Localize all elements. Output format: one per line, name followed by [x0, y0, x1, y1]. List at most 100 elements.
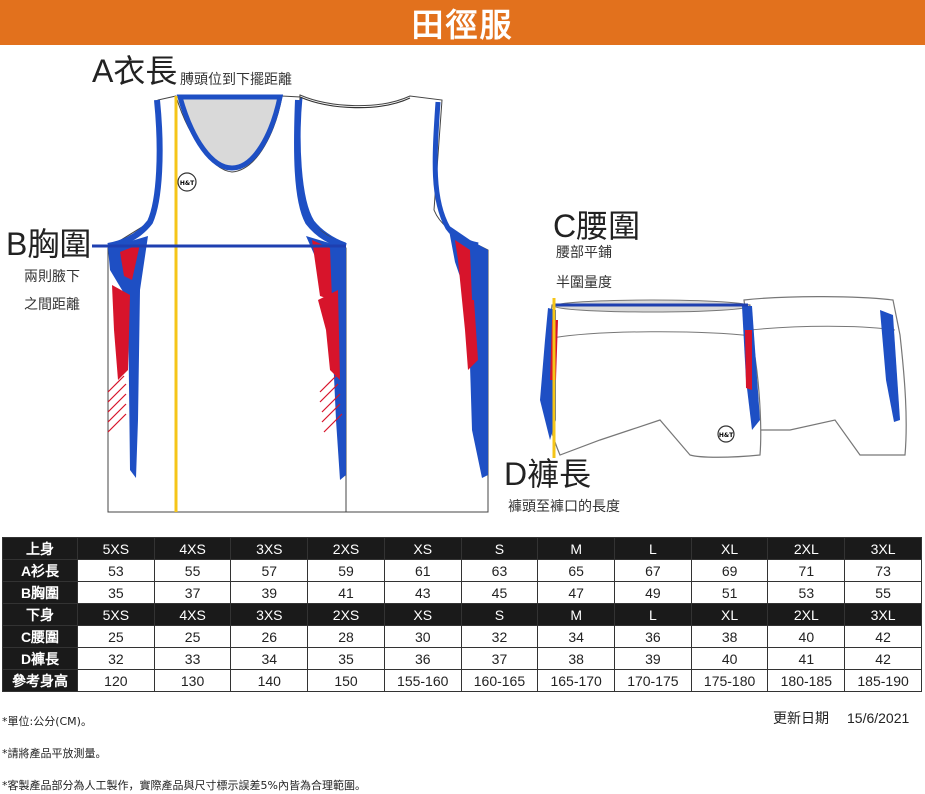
table-cell: 175-180	[690, 669, 769, 692]
label-b-desc1: 兩則腋下	[24, 269, 80, 285]
table-cell: 28	[307, 625, 385, 648]
table-cell: 120	[77, 669, 155, 692]
table-cell: 34	[537, 625, 616, 648]
tank-top-front: H&T	[107, 94, 347, 513]
table-header-cell: XS	[383, 603, 462, 626]
table-header-cell: M	[537, 537, 616, 560]
table-header-cell: S	[460, 537, 539, 560]
table-header-cell: 上身	[2, 537, 78, 560]
label-c-desc2: 半圍量度	[556, 275, 612, 291]
table-cell: 73	[844, 559, 922, 582]
table-header-cell: L	[614, 603, 692, 626]
table-header-cell: 4XS	[153, 537, 232, 560]
table-header-cell: XL	[690, 603, 769, 626]
table-cell: 39	[614, 647, 692, 670]
table-row-label: D褲長	[2, 647, 78, 670]
table-cell: 42	[844, 647, 922, 670]
table-cell: 47	[537, 581, 616, 604]
table-cell: 55	[844, 581, 922, 604]
table-cell: 59	[307, 559, 385, 582]
table-cell: 130	[153, 669, 232, 692]
table-cell: 37	[460, 647, 539, 670]
table-row-label: A衫長	[2, 559, 78, 582]
table-row-label: C腰圍	[2, 625, 78, 648]
table-cell: 185-190	[844, 669, 922, 692]
label-c-desc1: 腰部平鋪	[556, 245, 612, 261]
tank-top-back	[295, 94, 489, 513]
table-header-cell: 3XS	[230, 603, 309, 626]
table-cell: 140	[230, 669, 309, 692]
table-cell: 36	[614, 625, 692, 648]
table-header-cell: 5XS	[77, 537, 155, 560]
page-title: 田徑服	[411, 5, 514, 44]
table-cell: 160-165	[460, 669, 539, 692]
table-cell: 30	[383, 625, 462, 648]
table-header-cell: S	[460, 603, 539, 626]
table-cell: 35	[307, 647, 385, 670]
table-cell: 32	[77, 647, 155, 670]
table-cell: 42	[844, 625, 922, 648]
table-row-label: B胸圍	[2, 581, 78, 604]
table-cell: 35	[77, 581, 155, 604]
table-cell: 51	[690, 581, 769, 604]
table-row-label: 參考身高	[2, 669, 78, 692]
garment-illustration: H&T H&T	[92, 94, 907, 513]
table-header-cell: 3XL	[844, 537, 922, 560]
note-flat: *請將產品平放測量。	[2, 747, 107, 760]
table-cell: 40	[690, 647, 769, 670]
table-header-cell: 2XL	[767, 537, 846, 560]
table-cell: 180-185	[767, 669, 846, 692]
shorts-front: H&T	[540, 299, 762, 458]
table-header-cell: 5XS	[77, 603, 155, 626]
table-cell: 39	[230, 581, 309, 604]
table-cell: 34	[230, 647, 309, 670]
table-cell: 63	[460, 559, 539, 582]
label-a-desc: 膊頭位到下擺距離	[180, 72, 292, 88]
table-header-cell: 下身	[2, 603, 78, 626]
table-header-cell: 3XS	[230, 537, 309, 560]
table-cell: 43	[383, 581, 462, 604]
table-cell: 38	[537, 647, 616, 670]
table-cell: 25	[153, 625, 232, 648]
table-header-cell: 2XL	[767, 603, 846, 626]
table-header-cell: 2XS	[307, 603, 385, 626]
table-cell: 57	[230, 559, 309, 582]
table-cell: 67	[614, 559, 692, 582]
label-b: B胸圍	[6, 225, 92, 263]
title-banner: 田徑服	[0, 0, 925, 45]
table-cell: 41	[307, 581, 385, 604]
table-cell: 55	[153, 559, 232, 582]
table-header-cell: 4XS	[153, 603, 232, 626]
table-cell: 25	[77, 625, 155, 648]
shorts-back	[743, 296, 907, 456]
note-unit: *單位:公分(CM)。	[2, 715, 92, 728]
label-c: C腰圍	[553, 207, 641, 245]
table-cell: 32	[460, 625, 539, 648]
logo-tank: H&T	[180, 180, 195, 187]
table-header-cell: XL	[690, 537, 769, 560]
table-cell: 69	[690, 559, 769, 582]
table-cell: 38	[690, 625, 769, 648]
table-cell: 26	[230, 625, 309, 648]
table-cell: 45	[460, 581, 539, 604]
table-cell: 165-170	[537, 669, 616, 692]
table-cell: 49	[614, 581, 692, 604]
table-cell: 53	[767, 581, 846, 604]
table-cell: 41	[767, 647, 846, 670]
table-cell: 155-160	[383, 669, 462, 692]
label-a: A衣長	[92, 52, 178, 90]
label-d: D褲長	[504, 455, 592, 493]
table-cell: 65	[537, 559, 616, 582]
logo-shorts: H&T	[719, 432, 734, 439]
table-cell: 40	[767, 625, 846, 648]
note-tolerance: *客製產品部分為人工製作，實際產品與尺寸標示誤差5%內皆為合理範圍。	[2, 779, 366, 792]
